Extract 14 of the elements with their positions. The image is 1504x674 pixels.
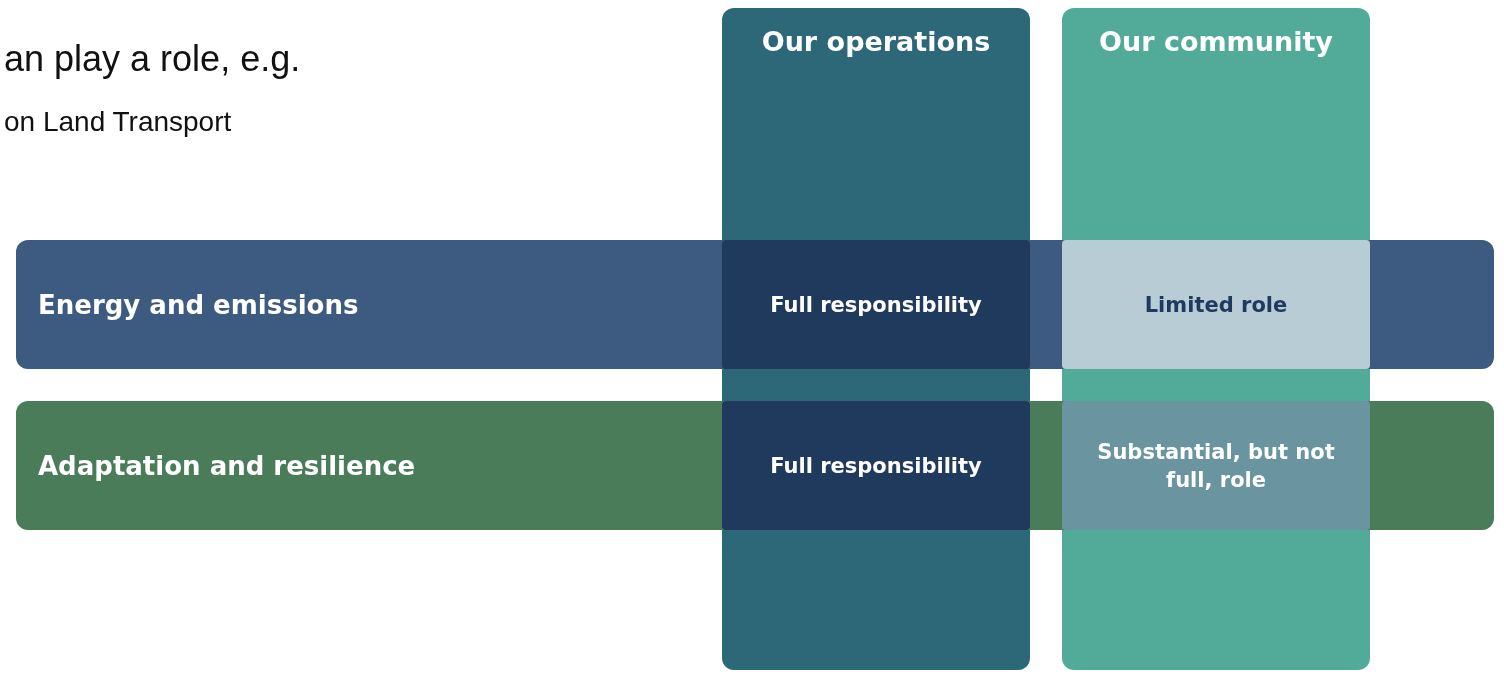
column-heading: Our operations [760, 26, 992, 57]
matrix-cell [722, 401, 1030, 530]
matrix-cell [1062, 401, 1370, 530]
cell-text: Substantial, but not full, role [1096, 438, 1336, 494]
row-heading: Adaptation and resilience [38, 450, 416, 481]
cell-text: Limited role [1143, 291, 1289, 319]
column-heading: Our community [1098, 26, 1334, 57]
heading-text: an play a role, e.g. [4, 38, 301, 80]
heading-text: on Land Transport [4, 106, 232, 138]
cell-text: Full responsibility [769, 291, 983, 319]
matrix-cell [722, 240, 1030, 369]
cell-text: Full responsibility [769, 452, 983, 480]
matrix-cell [1062, 240, 1370, 369]
row-heading: Energy and emissions [38, 289, 359, 320]
